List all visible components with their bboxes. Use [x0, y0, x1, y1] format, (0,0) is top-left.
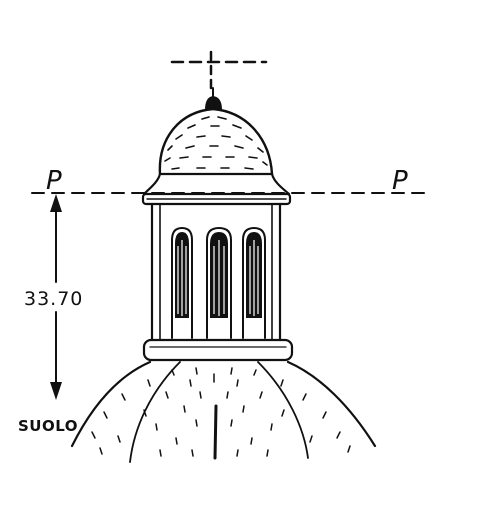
axis-cross: [170, 50, 268, 90]
lantern-cornice: [141, 172, 292, 206]
lantern-window-3: [242, 227, 266, 339]
lantern-drum: [150, 202, 282, 342]
finial-knob: [205, 87, 222, 110]
height-value-label: 33.70: [24, 288, 83, 310]
main-dome: [70, 360, 377, 463]
height-dimension-arrow: [50, 194, 62, 400]
plane-label-right: P: [392, 166, 408, 196]
lantern-window-1: [171, 227, 193, 339]
lantern-cupola: [158, 107, 274, 176]
plane-label-left: P: [46, 166, 62, 196]
ground-label: SUOLO: [18, 417, 78, 435]
lantern-window-2: [206, 227, 232, 339]
lantern-base-ring: [142, 338, 294, 362]
